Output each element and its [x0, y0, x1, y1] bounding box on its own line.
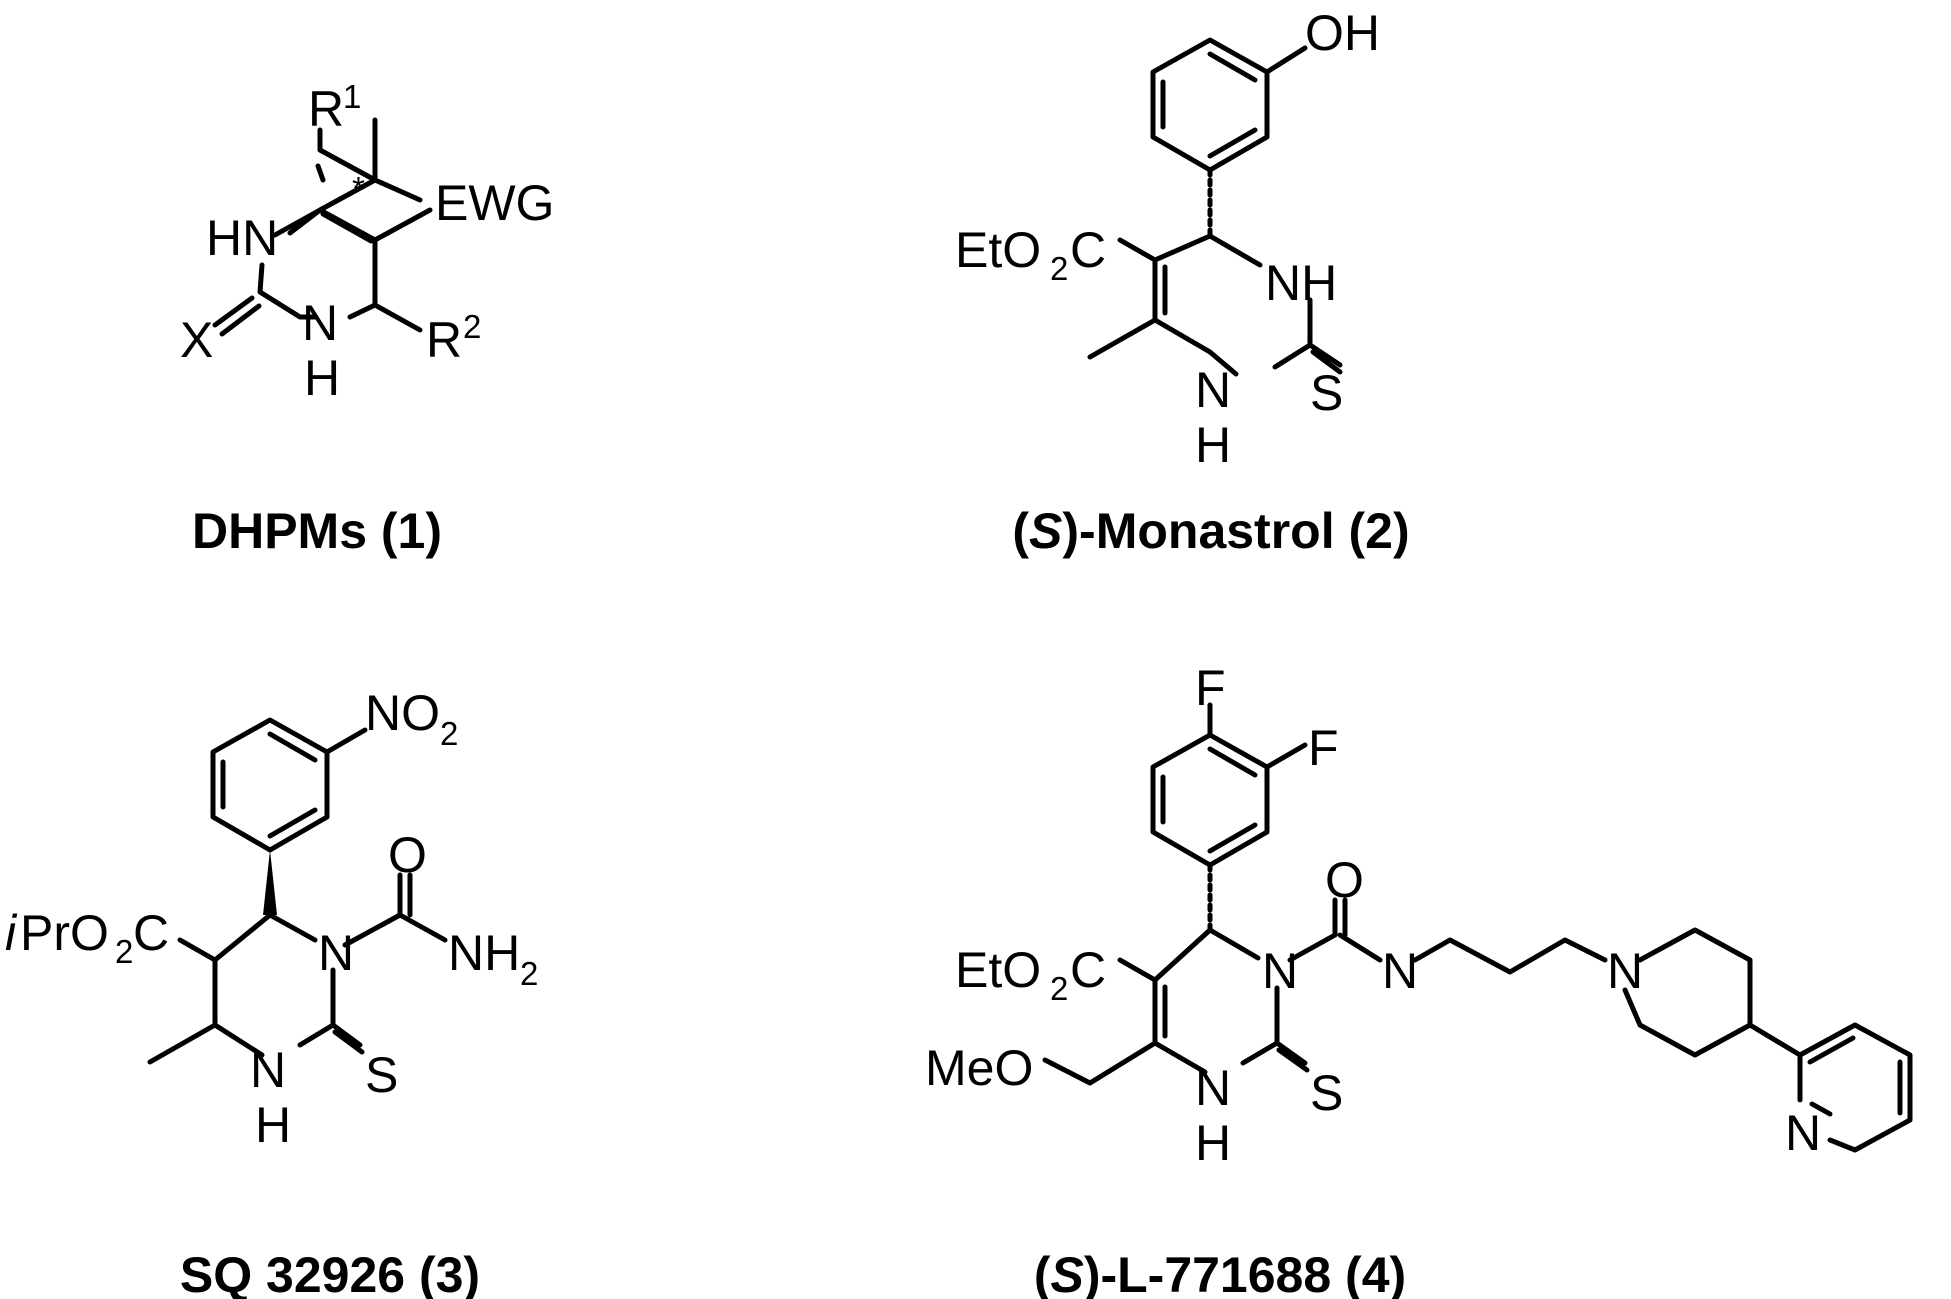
oh-label: OH	[1305, 5, 1380, 61]
ester-c-label: C	[1070, 942, 1106, 998]
ester-eto-label: EtO	[955, 942, 1041, 998]
n-low-label: N	[1195, 1060, 1231, 1116]
h-label: H	[255, 1097, 291, 1153]
r1-label: R	[308, 81, 344, 137]
r2-superscript: 2	[463, 308, 481, 345]
structure-sq32926: NO 2 i PrO 2 C O N NH 2 N H S SQ 32926 (…	[5, 685, 538, 1299]
meo-label: MeO	[925, 1040, 1033, 1096]
caption-monastrol: (S)-Monastrol (2)	[1012, 503, 1409, 559]
h-label: H	[1195, 417, 1231, 473]
ester-c-label: C	[1070, 222, 1106, 278]
structure-monastrol: OH EtO 2 C NH N H S (S)-Monastrol (2)	[955, 5, 1410, 559]
s-label: S	[1310, 365, 1343, 421]
n-label: N	[302, 295, 338, 351]
hn-label: HN	[206, 210, 278, 266]
n-amide-label: N	[1382, 943, 1418, 999]
nh2-label: NH	[448, 925, 520, 981]
ipr-c-label: C	[133, 905, 169, 961]
n-low-label: N	[250, 1042, 286, 1098]
caption-l771688: (S)-L-771688 (4)	[1034, 1247, 1406, 1299]
s-label: S	[365, 1047, 398, 1103]
s-label: S	[1310, 1065, 1343, 1121]
f2-label: F	[1308, 720, 1339, 776]
nh2-subscript: 2	[520, 955, 538, 992]
f1-label: F	[1195, 660, 1226, 716]
structure-l771688: F F EtO 2 C O N N N MeO N H S N (S)-L-77…	[925, 660, 1913, 1299]
no2-label: NO	[365, 685, 440, 741]
x-label: X	[180, 312, 213, 368]
r1-superscript: 1	[343, 78, 361, 115]
no2-subscript: 2	[440, 715, 458, 752]
caption-dhpms: DHPMs (1)	[192, 503, 442, 559]
ipr-label: PrO	[20, 905, 109, 961]
structure-dhpms: R 1 * EWG HN X N H R 2 DHPMs (1)	[180, 78, 554, 559]
ester-subscript: 2	[1050, 250, 1068, 287]
ipr-i-label: i	[5, 905, 18, 961]
nh-label: NH	[1265, 255, 1337, 311]
r2-label: R	[426, 312, 462, 368]
chiral-star: *	[352, 170, 365, 207]
n-ring-label: N	[1262, 943, 1298, 999]
o-label: O	[1325, 852, 1364, 908]
n-pyridine-label: N	[1785, 1105, 1821, 1161]
ester-subscript: 2	[1050, 970, 1068, 1007]
caption-sq32926: SQ 32926 (3)	[180, 1247, 480, 1299]
h-label: H	[1195, 1115, 1231, 1171]
n-piperidine-label: N	[1607, 943, 1643, 999]
o-label: O	[388, 827, 427, 883]
h-label: H	[304, 350, 340, 406]
ewg-label: EWG	[435, 175, 554, 231]
n-label: N	[1195, 362, 1231, 418]
ester-eto-label: EtO	[955, 222, 1041, 278]
ipr-subscript: 2	[115, 933, 133, 970]
n-ring-label: N	[318, 925, 354, 981]
